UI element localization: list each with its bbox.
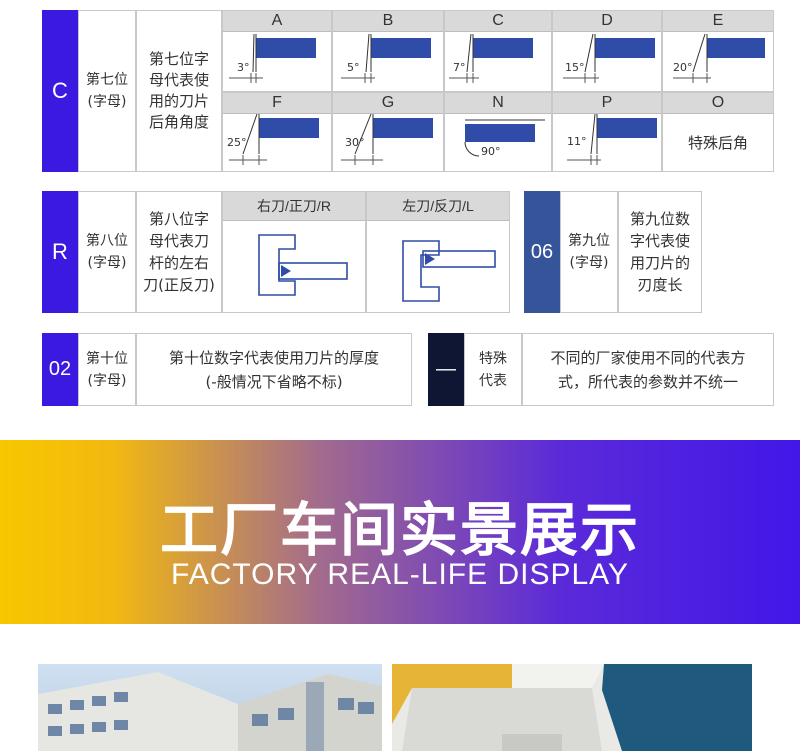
right-hand-label: 右刀/正刀/R [223,192,365,221]
factory-building-photo [38,664,382,751]
angle-value: 5° [347,61,360,74]
angle-value: 11° [567,135,587,148]
angle-value: 25° [227,136,247,149]
angle-cell-n: N 90° [444,92,552,172]
relief-angle-diagram [464,119,545,157]
right-hand-holder-diagram [258,234,348,296]
relief-angle-diagram [229,33,316,83]
position-label-10: 第十位 (字母) [78,333,136,406]
angle-letter: N [445,93,551,114]
right-hand-tool-cell: 右刀/正刀/R [222,191,366,313]
workshop-illustration [392,664,752,751]
relief-angle-diagram [673,33,765,83]
angle-value: 90° [481,145,501,158]
position-label-7: 第七位 (字母) [78,10,136,172]
banner-subtitle: FACTORY REAL-LIFE DISPLAY [171,558,629,591]
angle-letter: G [333,93,443,114]
angle-letter: A [223,11,331,32]
angle-letter: B [333,11,443,32]
angle-value: 20° [673,61,693,74]
left-hand-holder-diagram [402,240,496,302]
angle-cell-p: P 11° [552,92,662,172]
angle-value: 3° [237,61,250,74]
banner-title: 工厂车间实景展示 [159,496,640,564]
description-8: 第八位字 母代表刀 杆的左右 刀(正反刀) [136,191,222,313]
angle-cell-g: G 30° [332,92,444,172]
relief-angle-diagram [229,114,319,165]
description-7: 第七位字 母代表使 用的刀片 后角角度 [136,10,222,172]
angle-letter: C [445,11,551,32]
code-02: 02 [42,333,78,406]
angle-cell-a: A 3° [222,10,332,92]
code-r: R [42,191,78,313]
angle-cell-o: O 特殊后角 [662,92,774,172]
special-label: 特殊 代表 [464,333,522,406]
angle-value: 30° [345,136,365,149]
description-9: 第九位数 字代表使 用刀片的 刃度长 [618,191,702,313]
relief-angle-diagram [567,114,657,165]
angle-value: 7° [453,61,466,74]
angle-letter: E [663,11,773,32]
angle-cell-d: D 15° [552,10,662,92]
relief-angle-diagram [341,33,431,83]
code-special: — [428,333,464,406]
angle-cell-e: E 20° [662,10,774,92]
angle-cell-f: F 25° [222,92,332,172]
angle-value: 15° [565,61,585,74]
relief-angle-diagram [449,33,533,83]
angle-letter: F [223,93,331,114]
relief-angle-diagram [563,33,655,83]
relief-angle-diagram [341,114,433,165]
position-label-8: 第八位 (字母) [78,191,136,313]
left-hand-tool-cell: 左刀/反刀/L [366,191,510,313]
angle-letter: P [553,93,661,114]
angle-cell-b: B 5° [332,10,444,92]
description-10: 第十位数字代表使用刀片的厚度 (-般情况下省略不标) [136,333,412,406]
building-illustration [38,672,382,751]
code-06: 06 [524,191,560,313]
angle-cell-c: C 7° [444,10,552,92]
special-relief-angle: 特殊后角 [687,134,748,152]
special-description: 不同的厂家使用不同的代表方 式，所代表的参数并不统一 [522,333,774,406]
workshop-interior-photo [392,664,752,751]
code-c: C [42,10,78,172]
factory-banner: 工厂车间实景展示 FACTORY REAL-LIFE DISPLAY [0,440,800,624]
position-label-9: 第九位 (字母) [560,191,618,313]
angle-letter: D [553,11,661,32]
angle-letter: O [663,93,773,114]
left-hand-label: 左刀/反刀/L [367,192,509,221]
